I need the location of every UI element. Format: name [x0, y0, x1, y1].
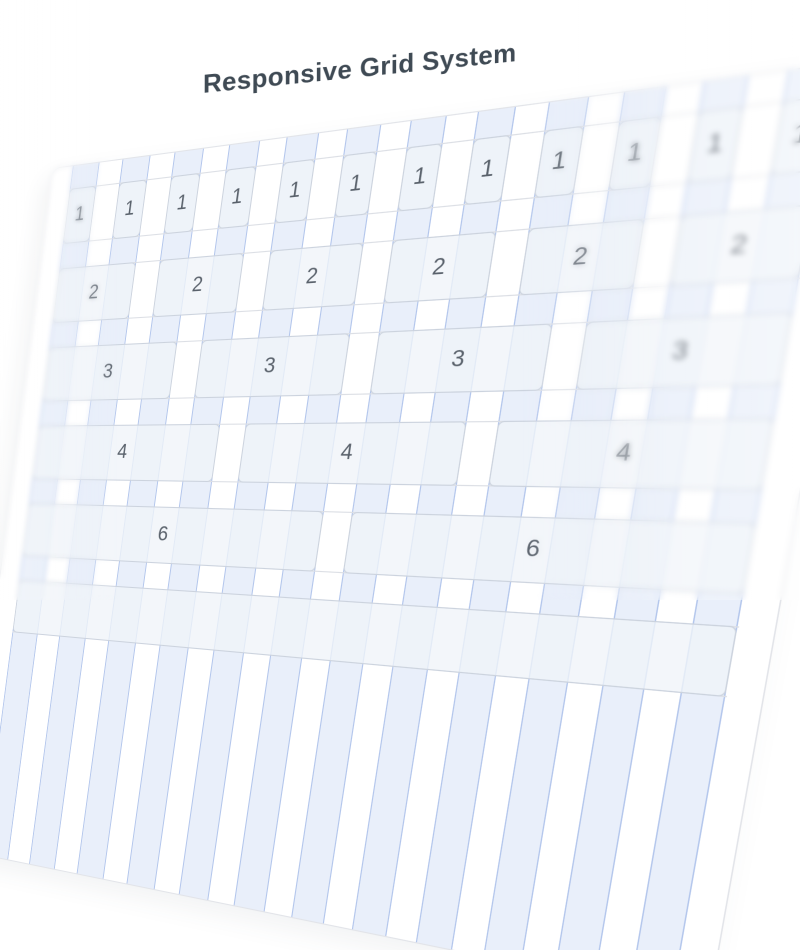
cell-span-label: 3	[262, 354, 277, 379]
cell-span-label: 3	[449, 347, 466, 374]
cell-span-label: 6	[524, 536, 542, 564]
grid-cell: 2	[262, 243, 364, 311]
grid-cell: 1	[334, 151, 377, 218]
grid-cell: 2	[518, 219, 645, 296]
cell-span-label: 2	[87, 282, 100, 305]
grid-row: 4 4 4	[32, 418, 776, 491]
cell-span-label: 3	[101, 361, 114, 384]
cell-span-label: 1	[550, 148, 569, 177]
cell-span-label: 1	[411, 164, 428, 192]
cell-span-label: 4	[116, 441, 129, 464]
cell-span-label: 1	[479, 156, 497, 185]
grid-cell: 1	[63, 186, 97, 245]
grid-cell: 1	[770, 95, 800, 175]
grid-cell: 1	[397, 143, 443, 212]
grid-cell: 3	[575, 312, 793, 390]
grid-cell: 3	[370, 323, 553, 394]
grid-cell: 2	[383, 231, 496, 303]
grid-cell: 3	[194, 333, 350, 398]
grid-cell: 2	[52, 262, 136, 323]
grid-cell: 1	[163, 173, 200, 235]
grid-cell: 4	[32, 424, 220, 482]
cell-span-label: 1	[175, 191, 189, 216]
cell-span-label: 1	[287, 178, 302, 204]
cell-span-label: 1	[348, 171, 364, 198]
cell-span-label: 4	[614, 440, 634, 468]
grid-cell: 1	[274, 159, 315, 224]
grid-cell: 1	[463, 134, 511, 205]
grid-cell: 6	[22, 503, 324, 572]
cell-span-label: 4	[339, 441, 355, 466]
grid-cell: 1	[218, 166, 257, 229]
grid-row: 3 3 3 3	[42, 312, 794, 402]
cell-span-label: 1	[625, 139, 645, 169]
cell-span-label: 2	[430, 255, 447, 282]
grid-cell: 6	[343, 512, 756, 595]
cell-span-label: 1	[73, 203, 85, 227]
cell-span-label: 1	[789, 119, 800, 151]
grid-cell: 3	[42, 341, 177, 401]
grid-cell: 1	[686, 106, 743, 184]
grid-cell: 4	[488, 418, 774, 491]
cell-span-label: 6	[156, 523, 169, 546]
cell-span-label: 1	[704, 129, 725, 160]
cell-span-label: 2	[728, 231, 749, 262]
grid-cell: 2	[152, 253, 244, 318]
grid-cell: 2	[669, 204, 800, 286]
cell-span-label: 1	[123, 197, 136, 221]
cell-span-label: 2	[571, 243, 590, 272]
grid-cell: 1	[608, 116, 662, 191]
grid-cell: 1	[534, 125, 585, 198]
grid-cell: 1	[112, 179, 148, 239]
cell-span-label: 2	[190, 273, 204, 298]
cell-span-label: 3	[670, 338, 690, 367]
grid-cell: 4	[237, 421, 466, 486]
cell-span-label: 2	[304, 264, 319, 290]
cell-span-label: 1	[230, 185, 244, 211]
